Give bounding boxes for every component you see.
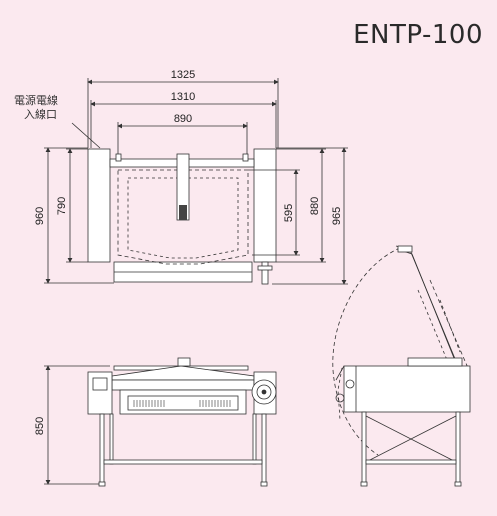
label-1325: 1325 (171, 69, 195, 81)
tilt-arc (332, 247, 401, 456)
label-960: 960 (34, 207, 46, 225)
power-cable-inlet-label: 電源電線 入線口 (14, 94, 94, 122)
inlet-label-line1: 電源電線 (14, 94, 58, 107)
inlet-leader-line (71, 122, 101, 149)
left-cabinet (87, 148, 111, 263)
inlet-label-line2: 入線口 (24, 108, 57, 121)
right-cabinet (253, 148, 277, 263)
top-view (44, 78, 348, 285)
label-965: 965 (331, 207, 343, 225)
label-595: 595 (283, 204, 295, 222)
front-view (44, 357, 277, 487)
side-view (332, 245, 471, 487)
label-790: 790 (56, 197, 68, 215)
side-body (343, 365, 471, 413)
top-view-labels: 1325 1310 890 960 790 595 880 965 (34, 69, 343, 225)
label-880: 880 (309, 197, 321, 215)
model-title: ENTP-100 (353, 20, 483, 50)
label-890: 890 (174, 113, 192, 125)
label-1310: 1310 (171, 91, 195, 103)
label-850: 850 (34, 417, 46, 435)
